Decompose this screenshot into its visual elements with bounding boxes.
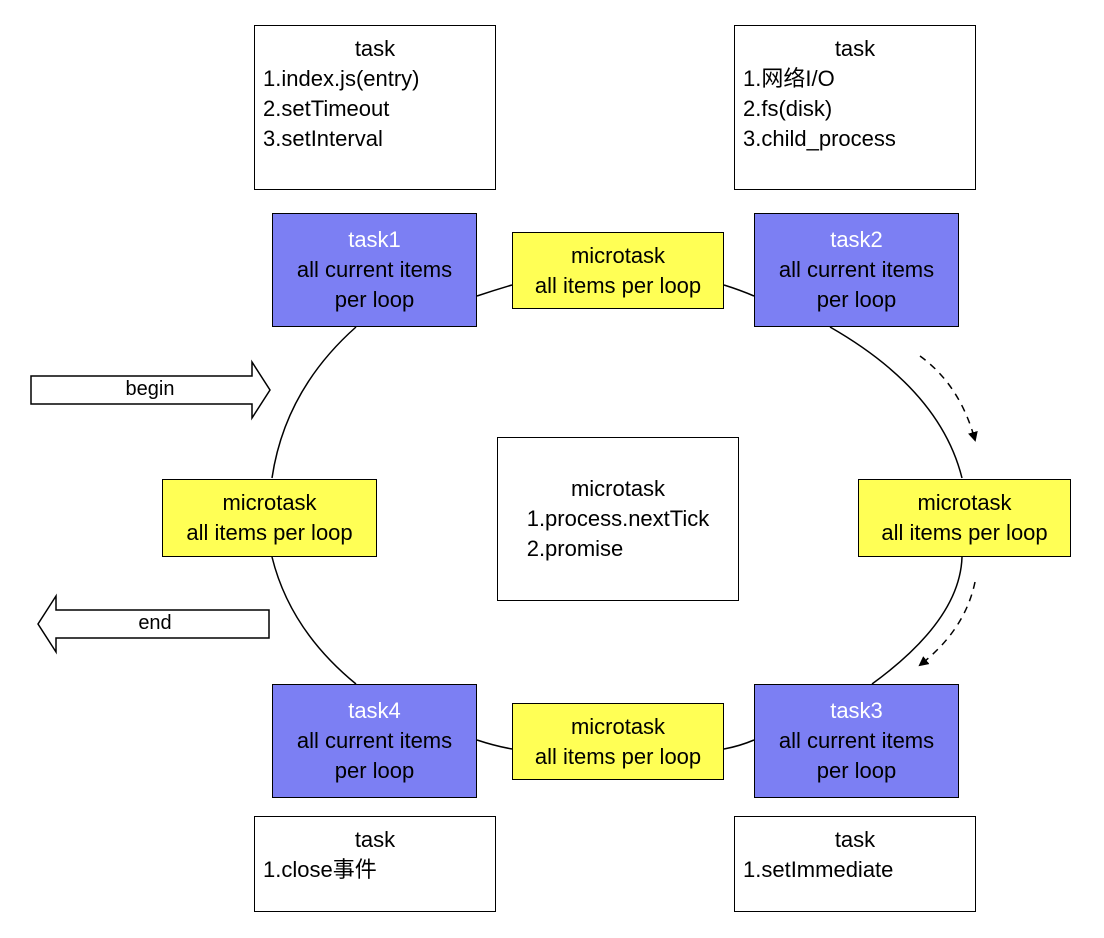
microtask-title: microtask (917, 490, 1012, 515)
end-arrow (37, 593, 270, 655)
task1-box: task1 all current items per loop (272, 213, 477, 327)
task4-box: task4 all current items per loop (272, 684, 477, 798)
microtask-desc: all items per loop (881, 520, 1048, 545)
microtask-bottom-box: microtask all items per loop (512, 703, 724, 780)
task-name: task3 (830, 698, 883, 723)
note-microtask-center: microtask 1.process.nextTick 2.promise (497, 437, 739, 601)
note-line: 3.child_process (743, 126, 896, 151)
note-line: 2.setTimeout (263, 96, 390, 121)
connector-task1-microtask-top (476, 284, 513, 297)
note-task-bottom-left: task 1.close事件 (254, 816, 496, 912)
microtask-top-box: microtask all items per loop (512, 232, 724, 309)
note-line: 3.setInterval (263, 126, 383, 151)
note-title: task (834, 827, 876, 852)
end-label: end (138, 612, 172, 634)
microtask-title: microtask (570, 242, 666, 268)
note-task-bottom-right: task 1.setImmediate (734, 816, 976, 912)
note-title: microtask (570, 476, 666, 501)
note-line: 2.promise (526, 536, 624, 561)
note-line: 1.网络I/O (743, 66, 835, 91)
task-desc: all current items (296, 257, 453, 282)
connector-microtask-bottom-task4 (476, 739, 513, 750)
task-name: task4 (348, 698, 401, 723)
note-line: 2.fs(disk) (743, 96, 833, 121)
begin-label: begin (125, 378, 175, 400)
task-desc: per loop (816, 758, 897, 783)
task3-box: task3 all current items per loop (754, 684, 959, 798)
note-line: 1.index.js(entry) (263, 66, 420, 91)
note-title: task (354, 827, 396, 852)
note-task-top-left: task 1.index.js(entry) 2.setTimeout 3.se… (254, 25, 496, 190)
connector-microtask-right-task3 (871, 556, 963, 685)
begin-arrow (30, 359, 271, 421)
task-desc: all current items (296, 728, 453, 753)
connector-task3-microtask-bottom (723, 739, 755, 750)
task-desc: all current items (778, 257, 935, 282)
task-desc: per loop (334, 758, 415, 783)
note-task-top-right: task 1.网络I/O 2.fs(disk) 3.child_process (734, 25, 976, 190)
task-desc: per loop (334, 287, 415, 312)
microtask-left-box: microtask all items per loop (162, 479, 377, 557)
microtask-desc: all items per loop (534, 743, 702, 769)
note-title: task (834, 36, 876, 61)
note-line: 1.process.nextTick (526, 506, 710, 531)
task-desc: per loop (816, 287, 897, 312)
connector-microtask-top-task2 (723, 284, 755, 297)
microtask-desc: all items per loop (534, 272, 702, 298)
task2-box: task2 all current items per loop (754, 213, 959, 327)
connector-task2-microtask-right (829, 326, 963, 479)
microtask-right-box: microtask all items per loop (858, 479, 1071, 557)
task-name: task1 (348, 227, 401, 252)
task-name: task2 (830, 227, 883, 252)
microtask-desc: all items per loop (186, 520, 353, 545)
note-line: 1.close事件 (263, 857, 377, 882)
note-line: 1.setImmediate (743, 857, 894, 882)
microtask-title: microtask (222, 490, 317, 515)
connector-microtask-left-task1 (271, 326, 357, 479)
direction-arrow-2 (918, 581, 976, 667)
microtask-title: microtask (570, 713, 666, 739)
direction-arrow-1 (919, 355, 978, 442)
connector-task4-microtask-left (271, 556, 357, 685)
task-desc: all current items (778, 728, 935, 753)
note-title: task (354, 36, 396, 61)
